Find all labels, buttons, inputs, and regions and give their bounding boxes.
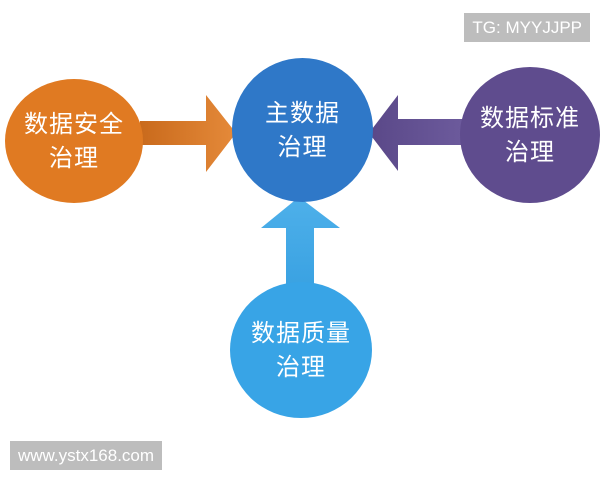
- node-label-line2: 治理: [505, 138, 555, 166]
- node-label-line1: 数据安全: [24, 110, 124, 138]
- arrow-standard-to-master: [369, 95, 462, 171]
- arrow-security-to-master: [140, 95, 236, 172]
- arrow-quality-to-master: [261, 197, 340, 286]
- node-data-security-governance: 数据安全 治理: [5, 79, 143, 203]
- node-label-line1: 主数据: [265, 99, 340, 127]
- watermark-top: TG: MYYJJPP: [464, 13, 590, 42]
- node-label-line2: 治理: [49, 144, 99, 172]
- node-label-line1: 数据标准: [480, 104, 580, 132]
- node-label-line1: 数据质量: [251, 319, 351, 347]
- node-data-quality-governance: 数据质量 治理: [230, 282, 372, 418]
- node-data-standard-governance: 数据标准 治理: [460, 67, 600, 203]
- node-label-line2: 治理: [276, 353, 326, 381]
- watermark-bottom: www.ystx168.com: [10, 441, 163, 470]
- node-master-data-governance: 主数据 治理: [232, 58, 373, 202]
- node-label-line2: 治理: [277, 133, 328, 161]
